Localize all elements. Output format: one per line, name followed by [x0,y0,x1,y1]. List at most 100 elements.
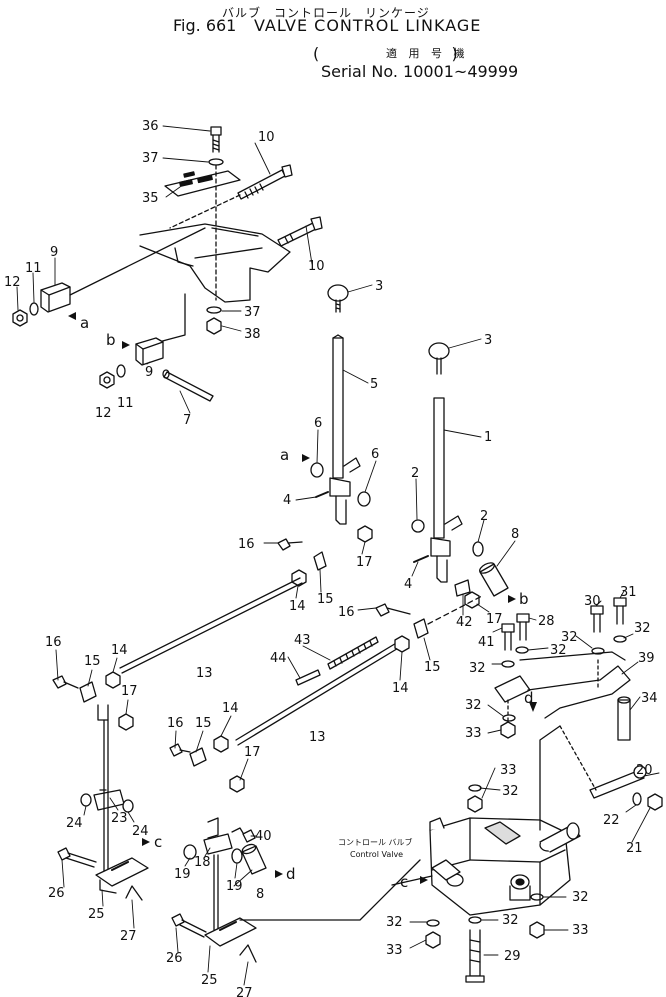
callout-27: 27 [120,929,137,944]
reference-arrows [68,312,537,884]
callout-22: 22 [603,813,620,828]
callout-32: 32 [572,890,589,905]
callout-17: 17 [356,555,373,570]
control-valve-label: コントロール バルブ Control Valve [338,837,413,859]
callout-25: 25 [201,973,218,988]
callout-17: 17 [244,745,261,760]
control-valve-label-en: Control Valve [350,850,403,859]
callout-15: 15 [424,660,441,675]
reference-letter-d: d [286,865,296,883]
callout-2: 2 [411,466,419,481]
figure-title-block: バルブ コントロール リンケージ Fig. 661 VALVE CONTROL … [0,0,666,85]
control-valve [391,725,581,983]
callout-15: 15 [317,592,334,607]
callout-38: 38 [244,327,261,342]
callout-15: 15 [195,716,212,731]
linkage-rods [52,538,483,793]
callout-labels: 36 37 10 35 10 9 12 11 a 37 38 3 3 b 9 1… [4,119,658,997]
callout-3: 3 [375,279,383,294]
callout-9: 9 [50,245,58,260]
callout-leaders [16,125,660,986]
callout-32: 32 [561,630,578,645]
callout-12: 12 [4,275,21,290]
callout-33: 33 [500,763,517,778]
callout-11: 11 [117,396,134,411]
callout-31: 31 [620,585,637,600]
callout-2: 2 [480,509,488,524]
callout-6: 6 [314,416,322,431]
figure-title: VALVE CONTROL LINKAGE [254,16,482,35]
callout-28: 28 [538,614,555,629]
callout-23: 23 [111,811,128,826]
callout-36: 36 [142,119,159,134]
callout-33: 33 [465,726,482,741]
callout-35: 35 [142,191,159,206]
upper-bracket [12,126,323,402]
callout-5: 5 [370,377,378,392]
callout-21: 21 [626,841,643,856]
callout-14: 14 [222,701,239,716]
callout-33: 33 [386,943,403,958]
callout-32: 32 [469,661,486,676]
callout-25: 25 [88,907,105,922]
callout-24: 24 [132,824,149,839]
callout-4: 4 [404,577,412,592]
serial-bracket: ( ) [313,44,458,63]
right-bracket [494,597,663,811]
callout-20: 20 [636,763,653,778]
callout-32: 32 [386,915,403,930]
callout-8: 8 [256,887,264,902]
callout-16: 16 [45,635,62,650]
reference-letter-d: d [524,689,534,707]
callout-17: 17 [486,612,503,627]
callout-41: 41 [478,635,495,650]
reference-letter-a: a [80,314,89,332]
callout-13: 13 [196,666,213,681]
callout-32: 32 [634,621,651,636]
callout-34: 34 [641,691,658,706]
callout-32: 32 [502,913,519,928]
callout-14: 14 [111,643,128,658]
callout-32: 32 [465,698,482,713]
callout-4: 4 [283,493,291,508]
callout-16: 16 [338,605,355,620]
reference-letter-b: b [106,331,116,349]
callout-13: 13 [309,730,326,745]
callout-11: 11 [25,261,42,276]
callout-9: 9 [145,365,153,380]
callout-3: 3 [484,333,492,348]
callout-30: 30 [584,594,601,609]
figure-number: Fig. 661 [173,16,237,35]
callout-32: 32 [502,784,519,799]
callout-17: 17 [121,684,138,699]
callout-39: 39 [638,651,655,666]
callout-37: 37 [142,151,159,166]
callout-32: 32 [550,643,567,658]
callout-24: 24 [66,816,83,831]
reference-letter-a: a [280,446,289,464]
reference-letter-c: c [400,873,408,891]
callout-6: 6 [371,447,379,462]
callout-42: 42 [456,615,473,630]
callout-19: 19 [174,867,191,882]
reference-letter-c: c [154,833,162,851]
callout-33: 33 [572,923,589,938]
callout-10: 10 [308,259,325,274]
control-valve-label-jp: コントロール バルブ [338,837,413,847]
callout-15: 15 [84,654,101,669]
serial-range: Serial No. 10001~49999 [321,62,519,81]
callout-12: 12 [95,406,112,421]
callout-8: 8 [511,527,519,542]
callout-14: 14 [392,681,409,696]
reference-letter-b: b [519,590,529,608]
callout-1: 1 [484,430,492,445]
callout-18: 18 [194,855,211,870]
callout-16: 16 [167,716,184,731]
callout-43: 43 [294,633,311,648]
lower-linkage [57,704,421,963]
callout-7: 7 [183,413,191,428]
control-levers [310,284,509,609]
callout-29: 29 [504,949,521,964]
